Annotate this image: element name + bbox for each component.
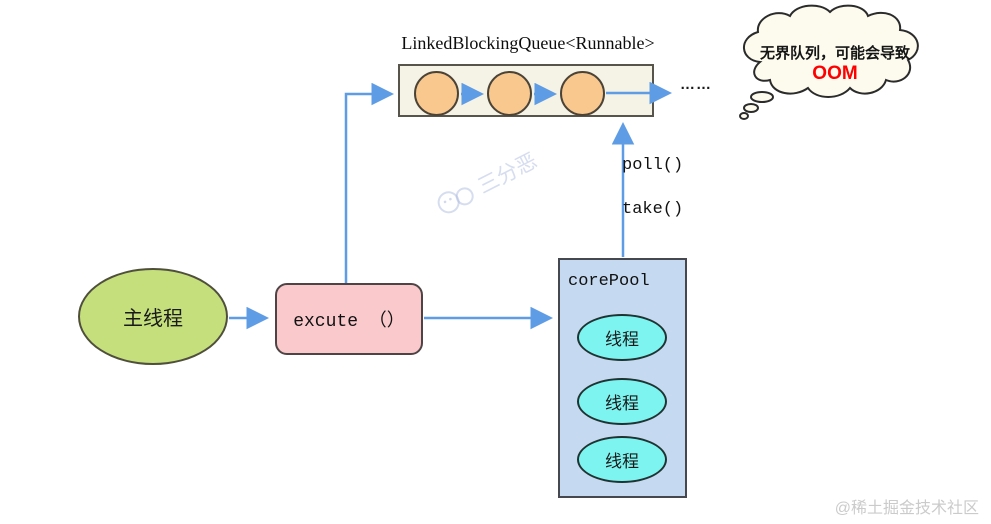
cloud-oom-text: OOM: [812, 63, 858, 84]
cloud-warning-text: 无界队列，可能会导致: [759, 45, 910, 62]
core-pool-box: corePool 线程 线程 线程: [558, 258, 687, 498]
thread-label: 线程: [605, 394, 639, 413]
cloud-bubble-medium: [743, 103, 759, 113]
main-thread-ellipse: 主线程: [78, 268, 228, 365]
arrow-execute-to-queue: [344, 82, 394, 283]
poll-label: poll(): [622, 156, 684, 175]
thread-ellipse: 线程: [577, 314, 667, 361]
center-watermark: 三分恶: [431, 145, 542, 221]
thread-label: 线程: [605, 452, 639, 471]
execute-label: excute （）: [293, 312, 405, 332]
thread-ellipse: 线程: [577, 436, 667, 483]
queue-task-circle: [414, 71, 459, 116]
cloud-bubble-small: [739, 112, 749, 120]
center-watermark-text: 三分恶: [474, 149, 541, 199]
main-thread-label: 主线程: [123, 308, 183, 330]
cloud-bubble-large: [750, 91, 774, 103]
execute-box: excute （）: [275, 283, 423, 355]
core-pool-title: corePool: [568, 272, 650, 291]
corner-watermark: @稀土掘金技术社区: [834, 500, 979, 517]
thread-ellipse: 线程: [577, 378, 667, 425]
wechat-icon: [437, 187, 474, 214]
thought-cloud: [739, 4, 919, 120]
queue-task-circle: [487, 71, 532, 116]
queue-overflow-dots: ……: [680, 76, 712, 93]
take-label: take(): [622, 200, 684, 219]
queue-title: LinkedBlockingQueue<Runnable>: [401, 33, 655, 53]
queue-task-circle: [560, 71, 605, 116]
thread-label: 线程: [605, 330, 639, 349]
cloud-outline: [743, 4, 919, 98]
